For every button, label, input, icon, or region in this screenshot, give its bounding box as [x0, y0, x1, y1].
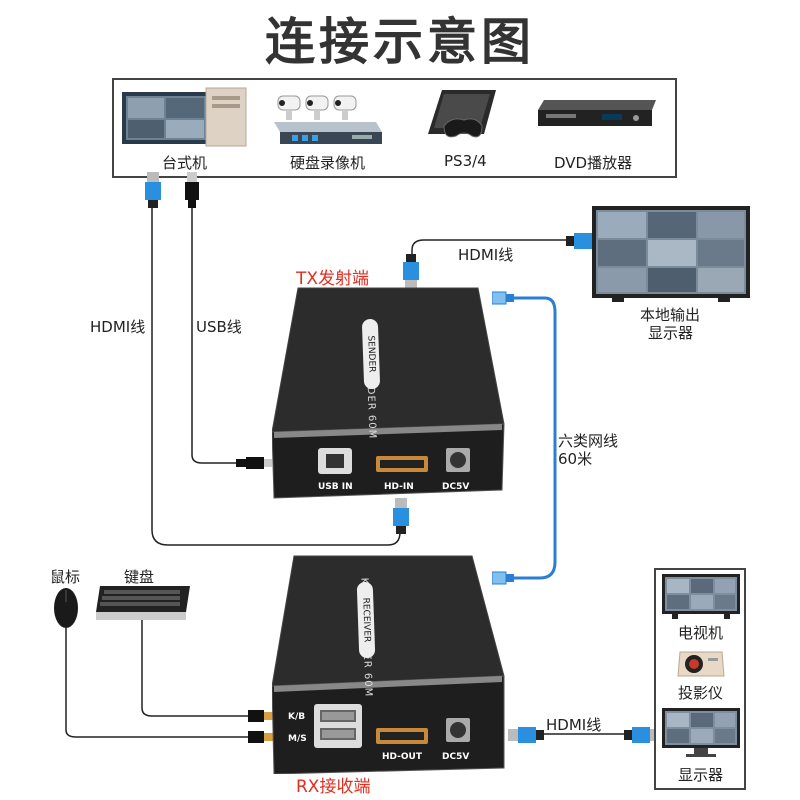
projector-icon — [677, 651, 725, 677]
rx-receiver-device — [272, 555, 505, 774]
peripheral-label-mouse: 鼠标 — [50, 568, 81, 586]
cable-label-hdmi-pc: HDMI线 — [90, 318, 146, 336]
local-monitor-label-line2: 显示器 — [648, 324, 694, 342]
usb-plug-mouse — [248, 731, 276, 743]
usb-plug-tx — [236, 457, 272, 469]
rx-port-label-ms: M/S — [288, 734, 307, 744]
rj45-plug-rx — [492, 571, 514, 585]
display-label-tv: 电视机 — [678, 624, 724, 642]
source-label-dvd: DVD播放器 — [554, 154, 633, 172]
hdmi-plug-tx-out — [403, 254, 419, 290]
tv-icon — [662, 574, 740, 619]
hdmi-plug-pc — [145, 172, 161, 208]
local-monitor-icon — [592, 206, 750, 302]
game-console-icon — [428, 90, 496, 138]
hdmi-plug-rx-out — [508, 727, 544, 743]
tx-port-label-hdmi: HD-IN — [384, 482, 414, 492]
hdmi-plug-tx-in — [393, 498, 409, 534]
cable-label-network-length: 60米 — [558, 450, 593, 468]
tx-badge: SENDER — [361, 318, 381, 390]
display-label-projector: 投影仪 — [678, 684, 724, 702]
page-title: 连接示意图 — [265, 13, 535, 71]
rx-port-label-kb: K/B — [288, 712, 306, 722]
source-label-nvr: 硬盘录像机 — [290, 154, 366, 172]
cable-label-hdmi-local: HDMI线 — [458, 246, 514, 264]
rx-port-label-dc: DC5V — [442, 752, 470, 762]
source-label-desktop: 台式机 — [162, 154, 208, 172]
cable-label-hdmi-out: HDMI线 — [546, 716, 602, 734]
desktop-pc-icon — [122, 87, 247, 147]
keyboard-icon — [96, 586, 190, 620]
tx-port-label-usb: USB IN — [318, 482, 353, 492]
rx-badge: RECEIVER — [356, 581, 376, 659]
peripheral-label-keyboard: 键盘 — [124, 568, 155, 586]
usb-plug-keyboard — [248, 710, 276, 722]
rj45-plug-tx — [492, 291, 514, 305]
tx-port-label-dc: DC5V — [442, 482, 470, 492]
cable-label-network-type: 六类网线 — [558, 432, 619, 450]
nvr-camera-icon — [274, 95, 382, 144]
rx-label: RX接收端 — [296, 777, 371, 797]
display-label-monitor: 显示器 — [678, 766, 724, 784]
usb-plug-pc — [185, 172, 199, 208]
tx-label: TX发射端 — [296, 269, 370, 289]
mouse-icon — [54, 588, 78, 628]
cable-label-usb: USB线 — [196, 318, 242, 336]
rx-usb-socket-kb — [320, 710, 356, 722]
rx-port-label-hdmi: HD-OUT — [382, 752, 423, 762]
local-monitor-label-line1: 本地输出 — [640, 306, 701, 324]
tx-dc-socket — [450, 452, 466, 468]
tx-usb-in-socket — [326, 454, 344, 468]
monitor-icon — [662, 708, 740, 757]
source-label-console: PS3/4 — [444, 152, 487, 170]
rx-hdmi-out-socket — [380, 732, 424, 740]
dvd-player-icon — [538, 100, 656, 126]
tx-hdmi-in-socket — [380, 460, 424, 468]
rx-dc-socket — [450, 722, 466, 738]
rx-usb-socket-ms — [320, 728, 356, 740]
